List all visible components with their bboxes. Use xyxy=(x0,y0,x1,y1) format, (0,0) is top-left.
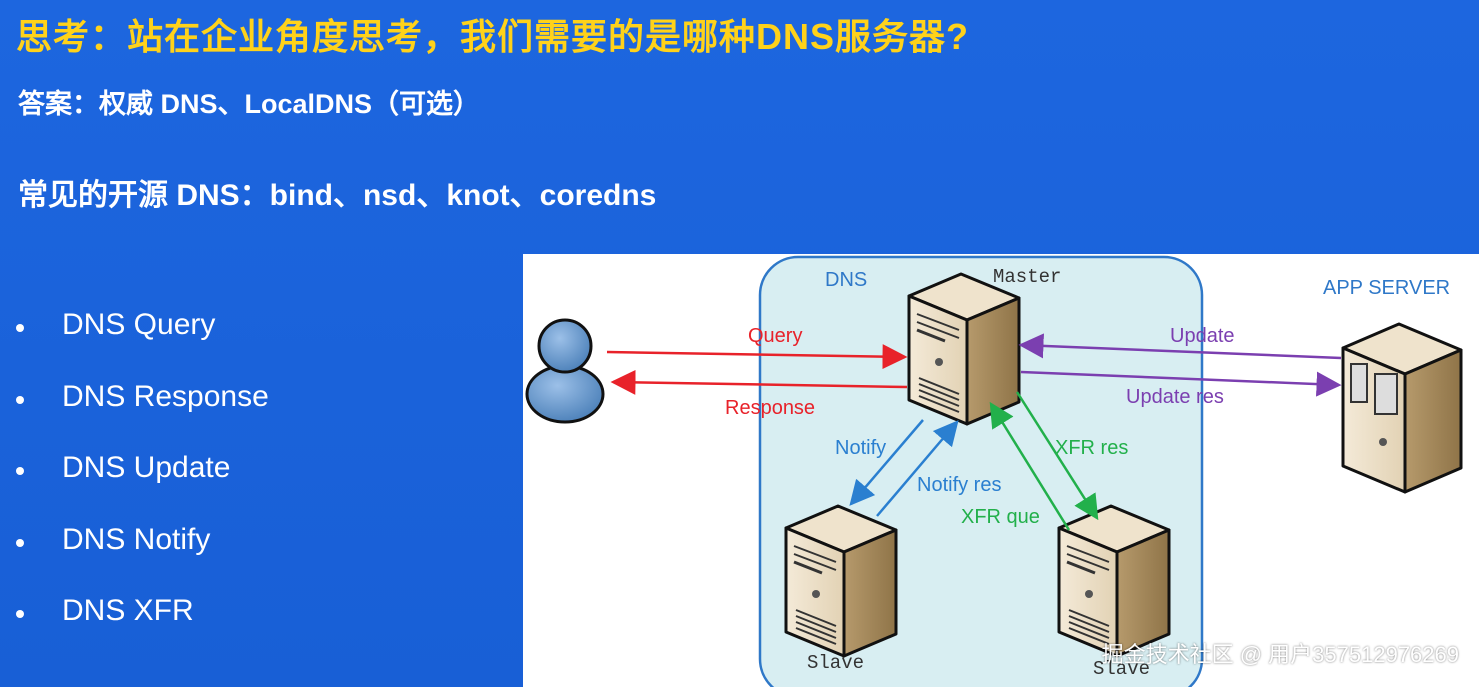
bullet-text: DNS Update xyxy=(62,451,231,484)
notify-label: Notify xyxy=(835,437,886,459)
update-res-arrow xyxy=(1020,370,1342,397)
slave-left-server-icon xyxy=(784,504,898,658)
bullet-text: DNS Notify xyxy=(62,522,211,556)
app-server-label: APP SERVER xyxy=(1323,277,1450,299)
bullet-dot-icon xyxy=(16,610,24,618)
dns-group-label: DNS xyxy=(825,269,867,291)
bullet-dot-icon xyxy=(16,538,24,547)
slave-right-label: Slave xyxy=(1093,658,1150,680)
bullet-list: DNS Query DNS Response DNS Update DNS No… xyxy=(14,308,269,666)
watermark: 掘金技术社区 @ 用户357512976269 xyxy=(1101,642,1459,667)
notify-arrow xyxy=(849,419,924,506)
bullet-dot-icon xyxy=(16,467,24,475)
xfr-que-label: XFR que xyxy=(961,506,1040,528)
bullet-item: DNS Update xyxy=(14,451,269,523)
slave-left-label: Slave xyxy=(807,652,864,674)
client-user-icon xyxy=(525,318,605,424)
answer-text: 答案：权威 DNS、LocalDNS（可选） xyxy=(18,89,481,119)
bullet-item: DNS Query xyxy=(14,308,269,380)
bullet-item: DNS Notify xyxy=(14,523,269,595)
dns-diagram: DNS Master Slave Slave xyxy=(523,254,1479,687)
notify-res-label: Notify res xyxy=(917,474,1001,496)
slide-title: 思考：站在企业角度思考，我们需要的是哪种DNS服务器? xyxy=(16,16,969,57)
update-arrow xyxy=(1018,333,1342,360)
query-arrow xyxy=(606,344,908,370)
update-res-label: Update res xyxy=(1126,386,1224,408)
bullet-dot-icon xyxy=(16,324,24,332)
bullet-text: DNS XFR xyxy=(62,594,194,627)
app-server-icon xyxy=(1341,322,1463,494)
xfr-res-arrow xyxy=(1015,391,1099,521)
notify-res-arrow xyxy=(876,420,959,517)
bullet-text: DNS Response xyxy=(62,379,269,413)
bullet-item: DNS Response xyxy=(14,380,269,452)
master-label: Master xyxy=(993,266,1061,288)
bullet-dot-icon xyxy=(16,395,24,404)
query-label: Query xyxy=(748,325,802,347)
open-source-dns-text: 常见的开源 DNS：bind、nsd、knot、coredns xyxy=(18,179,657,212)
slave-right-server-icon xyxy=(1057,504,1171,658)
bullet-text: DNS Query xyxy=(62,308,216,341)
xfr-que-arrow xyxy=(989,401,1071,531)
update-label: Update xyxy=(1170,325,1235,347)
master-server-icon xyxy=(907,272,1021,426)
xfr-res-label: XFR res xyxy=(1055,437,1128,459)
bullet-item: DNS XFR xyxy=(14,594,269,666)
response-label: Response xyxy=(725,397,815,419)
response-arrow xyxy=(610,369,908,395)
